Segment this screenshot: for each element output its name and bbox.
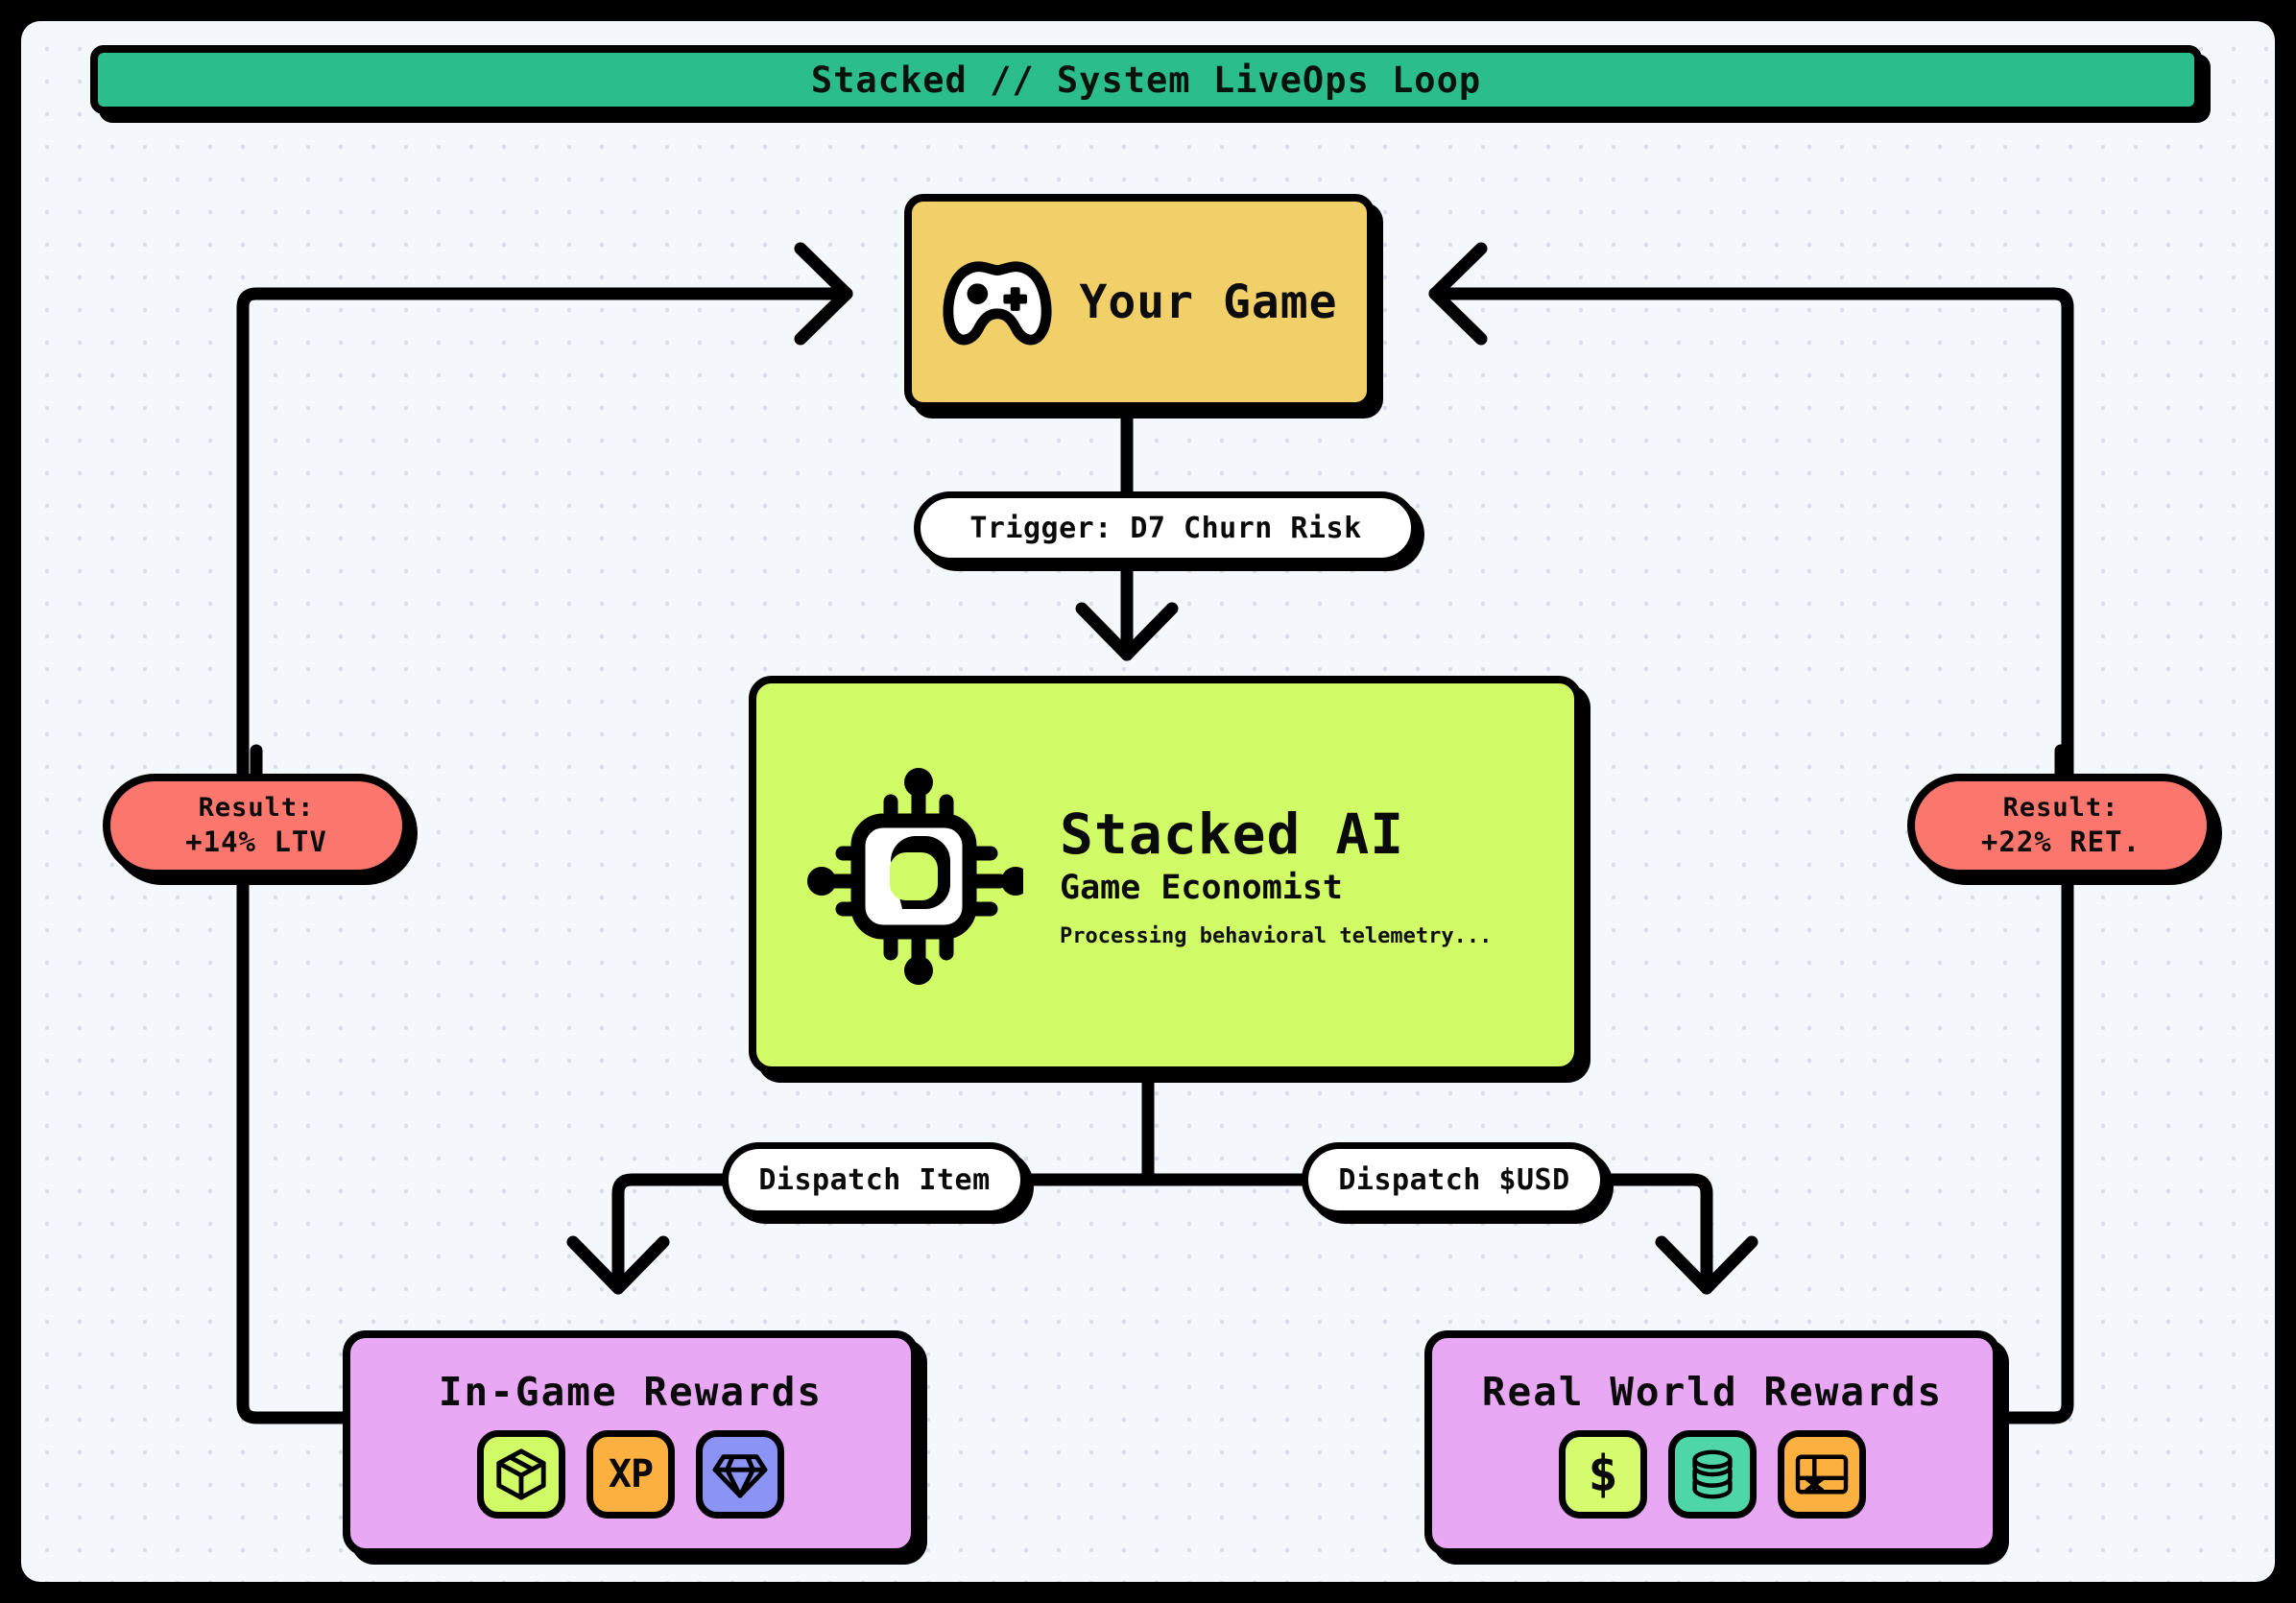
real-world-rewards-title: Real World Rewards — [1481, 1368, 1944, 1415]
arrowhead-into-game-right — [1428, 242, 1488, 346]
arrowhead-into-ingame — [566, 1235, 670, 1295]
title-banner: Stacked // System LiveOps Loop — [90, 45, 2202, 114]
edge-label-trigger: Trigger: D7 Churn Risk — [914, 491, 1418, 564]
result-badge-right-line2: +22% RET. — [1980, 825, 2141, 858]
node-your-game[interactable]: Your Game — [904, 194, 1375, 410]
diagram-canvas: Stacked // System LiveOps Loop Your Game — [21, 21, 2275, 1582]
node-stacked-ai[interactable]: Stacked AI Game Economist Processing beh… — [749, 676, 1582, 1074]
edge-label-dispatch-usd-text: Dispatch $USD — [1338, 1162, 1570, 1197]
edge-label-dispatch-usd: Dispatch $USD — [1302, 1142, 1607, 1217]
xp-icon[interactable]: XP — [586, 1429, 675, 1519]
result-badge-right-line1: Result: — [2002, 793, 2119, 823]
result-badge-left-line2: +14% LTV — [185, 825, 327, 858]
coins-stack-icon[interactable] — [1668, 1429, 1757, 1519]
gem-icon[interactable] — [696, 1429, 784, 1519]
edge-label-trigger-text: Trigger: D7 Churn Risk — [969, 511, 1362, 545]
node-real-world-rewards[interactable]: Real World Rewards $ — [1424, 1330, 2000, 1556]
arrowhead-into-realworld — [1655, 1235, 1758, 1295]
stacked-ai-status: Processing behavioral telemetry... — [1060, 923, 1493, 948]
wire-usd-to-realworld — [1600, 1173, 1713, 1295]
result-badge-left-line1: Result: — [198, 793, 315, 823]
page-title: Stacked // System LiveOps Loop — [810, 59, 1482, 101]
in-game-rewards-title: In-Game Rewards — [438, 1368, 824, 1415]
arrowhead-into-ai — [1075, 602, 1179, 661]
real-world-rewards-chips: $ — [1559, 1429, 1866, 1519]
arrowhead-into-game-left — [794, 242, 853, 346]
dollar-label: $ — [1588, 1445, 1618, 1503]
result-badge-right: Result: +22% RET. — [1907, 774, 2214, 877]
in-game-rewards-chips: XP — [477, 1429, 784, 1519]
cpu-chip-icon — [802, 765, 1023, 986]
node-in-game-rewards[interactable]: In-Game Rewards XP — [343, 1330, 919, 1556]
dollar-icon[interactable]: $ — [1559, 1429, 1647, 1519]
edge-label-dispatch-item-text: Dispatch Item — [758, 1162, 991, 1197]
gift-card-icon[interactable] — [1778, 1429, 1866, 1519]
result-badge-left: Result: +14% LTV — [103, 774, 410, 877]
stacked-ai-text-block: Stacked AI Game Economist Processing beh… — [1060, 802, 1493, 948]
stacked-ai-title: Stacked AI — [1060, 802, 1405, 868]
node-your-game-label: Your Game — [1079, 275, 1338, 329]
gamepad-icon — [941, 256, 1054, 348]
stacked-ai-subtitle: Game Economist — [1060, 869, 1344, 908]
edge-label-dispatch-item: Dispatch Item — [722, 1142, 1027, 1217]
xp-label: XP — [608, 1451, 654, 1496]
loot-box-icon[interactable] — [477, 1429, 565, 1519]
wire-item-to-ingame — [611, 1173, 729, 1295]
